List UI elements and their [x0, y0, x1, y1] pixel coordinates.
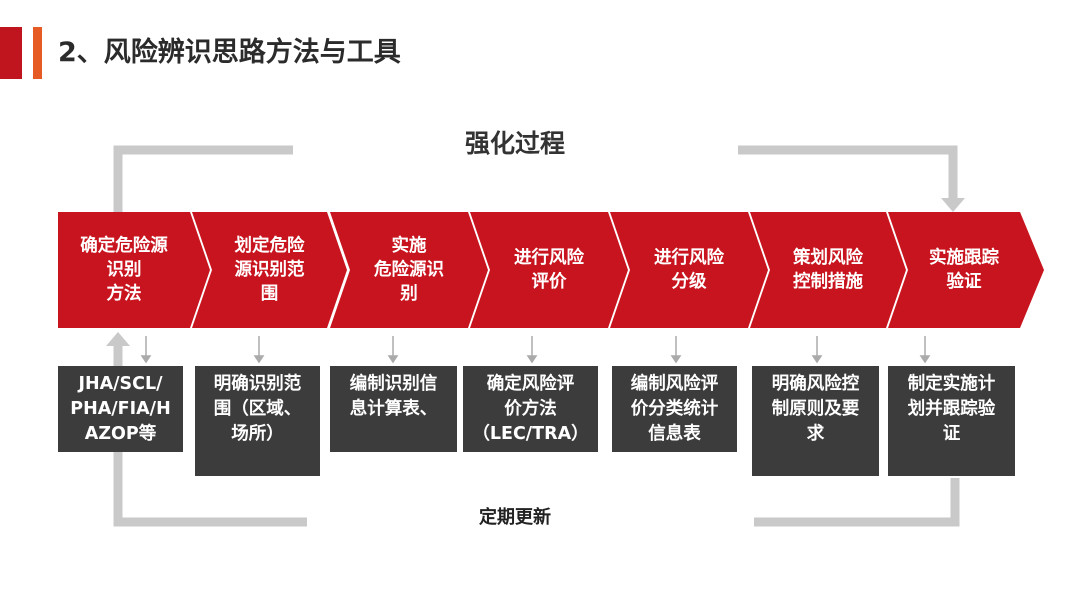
step-detail-1: JHA/SCL/ PHA/FIA/H AZOP等 [58, 366, 183, 452]
periodic-update-label: 定期更新 [479, 507, 551, 528]
step-chevron-2: 划定危险 源识别范 围 [192, 212, 347, 328]
step-detail-6: 明确风险控 制原则及要 求 [752, 366, 879, 476]
step-chevron-4: 进行风险 评价 [470, 212, 628, 328]
step-label: 进行风险 评价 [514, 248, 584, 292]
top-loop-right-line [738, 145, 958, 200]
bottom-loop-right-line [754, 478, 960, 527]
step-label: 实施跟踪 验证 [929, 248, 999, 292]
step-detail-7: 制定实施计 划并跟踪验 证 [888, 366, 1015, 476]
top-loop-left-line [113, 145, 293, 215]
bottom-loop-arrowhead [106, 332, 130, 346]
step-down-arrows [140, 336, 931, 364]
step-chevron-5: 进行风险 分级 [610, 212, 768, 328]
top-loop-arrowhead [941, 198, 965, 212]
step-chevron-6: 策划风险 控制措施 [750, 212, 906, 328]
step-chevron-1: 确定危险源 识别 方法 [58, 212, 210, 328]
title-accent-bar-orange [33, 27, 42, 79]
step-detail-4: 确定风险评 价方法 （LEC/TRA） [463, 366, 598, 452]
step-label: 划定危险 源识别范 围 [234, 236, 305, 304]
step-label: 进行风险 分级 [654, 248, 724, 292]
step-detail-5: 编制风险评 价分类统计 信息表 [612, 366, 737, 452]
slide-title: 2、风险辨识思路方法与工具 [58, 37, 401, 68]
step-label: 策划风险 控制措施 [793, 248, 863, 292]
reinforcement-loop-label: 强化过程 [464, 129, 565, 158]
step-detail-3: 编制识别信 息计算表、 [330, 366, 457, 452]
step-label: 实施 危险源识 别 [374, 236, 444, 304]
step-label: 确定危险源 识别 方法 [80, 236, 168, 304]
step-chevron-7: 实施跟踪 验证 [888, 212, 1044, 328]
step-detail-2: 明确识别范 围（区域、 场所） [195, 366, 320, 476]
step-chevron-3: 实施 危险源识 别 [330, 212, 488, 328]
title-accent-bar [0, 27, 22, 79]
